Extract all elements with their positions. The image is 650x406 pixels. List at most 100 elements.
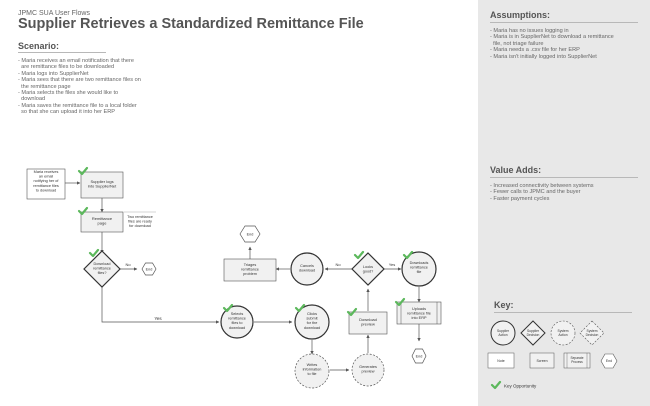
connector-decision-selects — [101, 287, 220, 324]
label-line: notifying her of — [34, 179, 60, 183]
key-opportunity-check-icon — [402, 250, 414, 260]
end-label-3: End — [416, 355, 423, 359]
label-line: Looks — [363, 265, 373, 269]
end-node-2 — [239, 225, 261, 243]
list-item: - Maria is in SupplierNet to download a … — [490, 34, 614, 41]
label-line: Download — [359, 317, 377, 322]
label-line: remittance — [93, 267, 111, 271]
label-line: into ERP — [412, 316, 427, 320]
label-line: Clicks — [307, 312, 317, 316]
key-opportunity-check-icon — [294, 303, 306, 313]
label-line: Two remittance — [127, 215, 153, 219]
label-line: for download — [129, 224, 151, 228]
value-adds-heading: Value Adds: — [490, 165, 542, 175]
key-note-label: Note — [497, 359, 504, 363]
label-line: Yes — [154, 316, 162, 321]
key-opportunity-check-icon — [88, 248, 100, 258]
label-line: to download — [36, 188, 56, 192]
label-line: good? — [363, 270, 374, 274]
label-line: Writes — [307, 363, 318, 367]
uploads-erp-process — [396, 301, 442, 325]
label-line: No — [125, 262, 131, 267]
end-label-2: End — [247, 233, 254, 237]
label-line: End — [247, 233, 254, 237]
yes-label-2: Yes — [389, 262, 396, 267]
yes-label-1: Yes — [154, 316, 162, 321]
key-heading: Key: — [494, 300, 514, 310]
label-line: Note — [497, 359, 504, 363]
label-line: Downloads — [410, 261, 429, 265]
key-end-shape — [600, 353, 618, 369]
label-line: problem — [243, 272, 257, 276]
key-opportunity-check-icon — [353, 250, 365, 260]
cancels-download-node — [290, 252, 324, 286]
end-node-3 — [411, 348, 427, 364]
key-system-decision-shape — [579, 320, 605, 346]
list-item: so that she can upload it into her ERP — [18, 109, 116, 116]
key-opportunity-label: Key Opportunity — [504, 384, 537, 389]
label-line: Process — [571, 360, 583, 364]
label-line: Decision — [586, 333, 599, 337]
label-line: Supplier — [527, 329, 540, 333]
label-line: remittance — [410, 266, 428, 270]
list-item: - Maria receives an email notification t… — [18, 58, 134, 64]
selects-files-node — [220, 305, 254, 339]
remittance-page-screen — [80, 211, 124, 233]
key-rule — [494, 312, 632, 313]
label-line: for the — [307, 321, 318, 325]
label-line: page — [98, 221, 108, 226]
key-system-action-shape — [550, 320, 576, 346]
looks-good-decision — [351, 252, 385, 286]
label-line: System — [587, 329, 598, 333]
label-line: Decision — [527, 333, 540, 337]
no-label-2: No — [335, 262, 341, 267]
key-supplier-action-shape — [490, 320, 516, 346]
download-decision — [83, 250, 121, 288]
label-line: download — [229, 326, 245, 330]
label-line: Cancels — [300, 264, 314, 268]
label-line: remittance files — [33, 184, 59, 188]
end-label-1: End — [146, 268, 153, 272]
assumptions-list: - Maria has no issues logging in- Maria … — [490, 28, 645, 60]
label-line: Generates — [359, 365, 377, 369]
label-line: End — [606, 359, 612, 363]
downloads-file-node — [401, 251, 437, 287]
key-opportunity-check-icon — [77, 206, 89, 216]
label-line: Selects — [231, 312, 244, 316]
download-preview-screen — [348, 311, 388, 335]
label-line: No — [335, 262, 341, 267]
label-line: to file — [307, 372, 316, 376]
label-line: End — [416, 355, 423, 359]
list-item: - Maria needs a .csv file for her ERP — [490, 47, 580, 54]
label-line: Screen — [536, 359, 547, 363]
scenario-list: - Maria receives an email notification t… — [18, 58, 208, 116]
key-note-shape — [487, 352, 515, 369]
label-line: Uploads — [412, 307, 426, 311]
key-screen-label: Screen — [536, 359, 547, 363]
label-line: download — [304, 326, 320, 330]
key-opportunity-check-icon — [490, 380, 502, 390]
list-item: download — [18, 96, 46, 103]
writes-info-node — [294, 353, 330, 389]
assumptions-rule — [490, 22, 638, 23]
label-line: remittance — [241, 268, 259, 272]
label-line: Triages — [244, 263, 257, 267]
end-node-1 — [141, 262, 157, 276]
header-overline: JPMC SUA User Flows — [18, 10, 90, 17]
value-adds-list: - Increased connectivity between systems… — [490, 183, 645, 202]
